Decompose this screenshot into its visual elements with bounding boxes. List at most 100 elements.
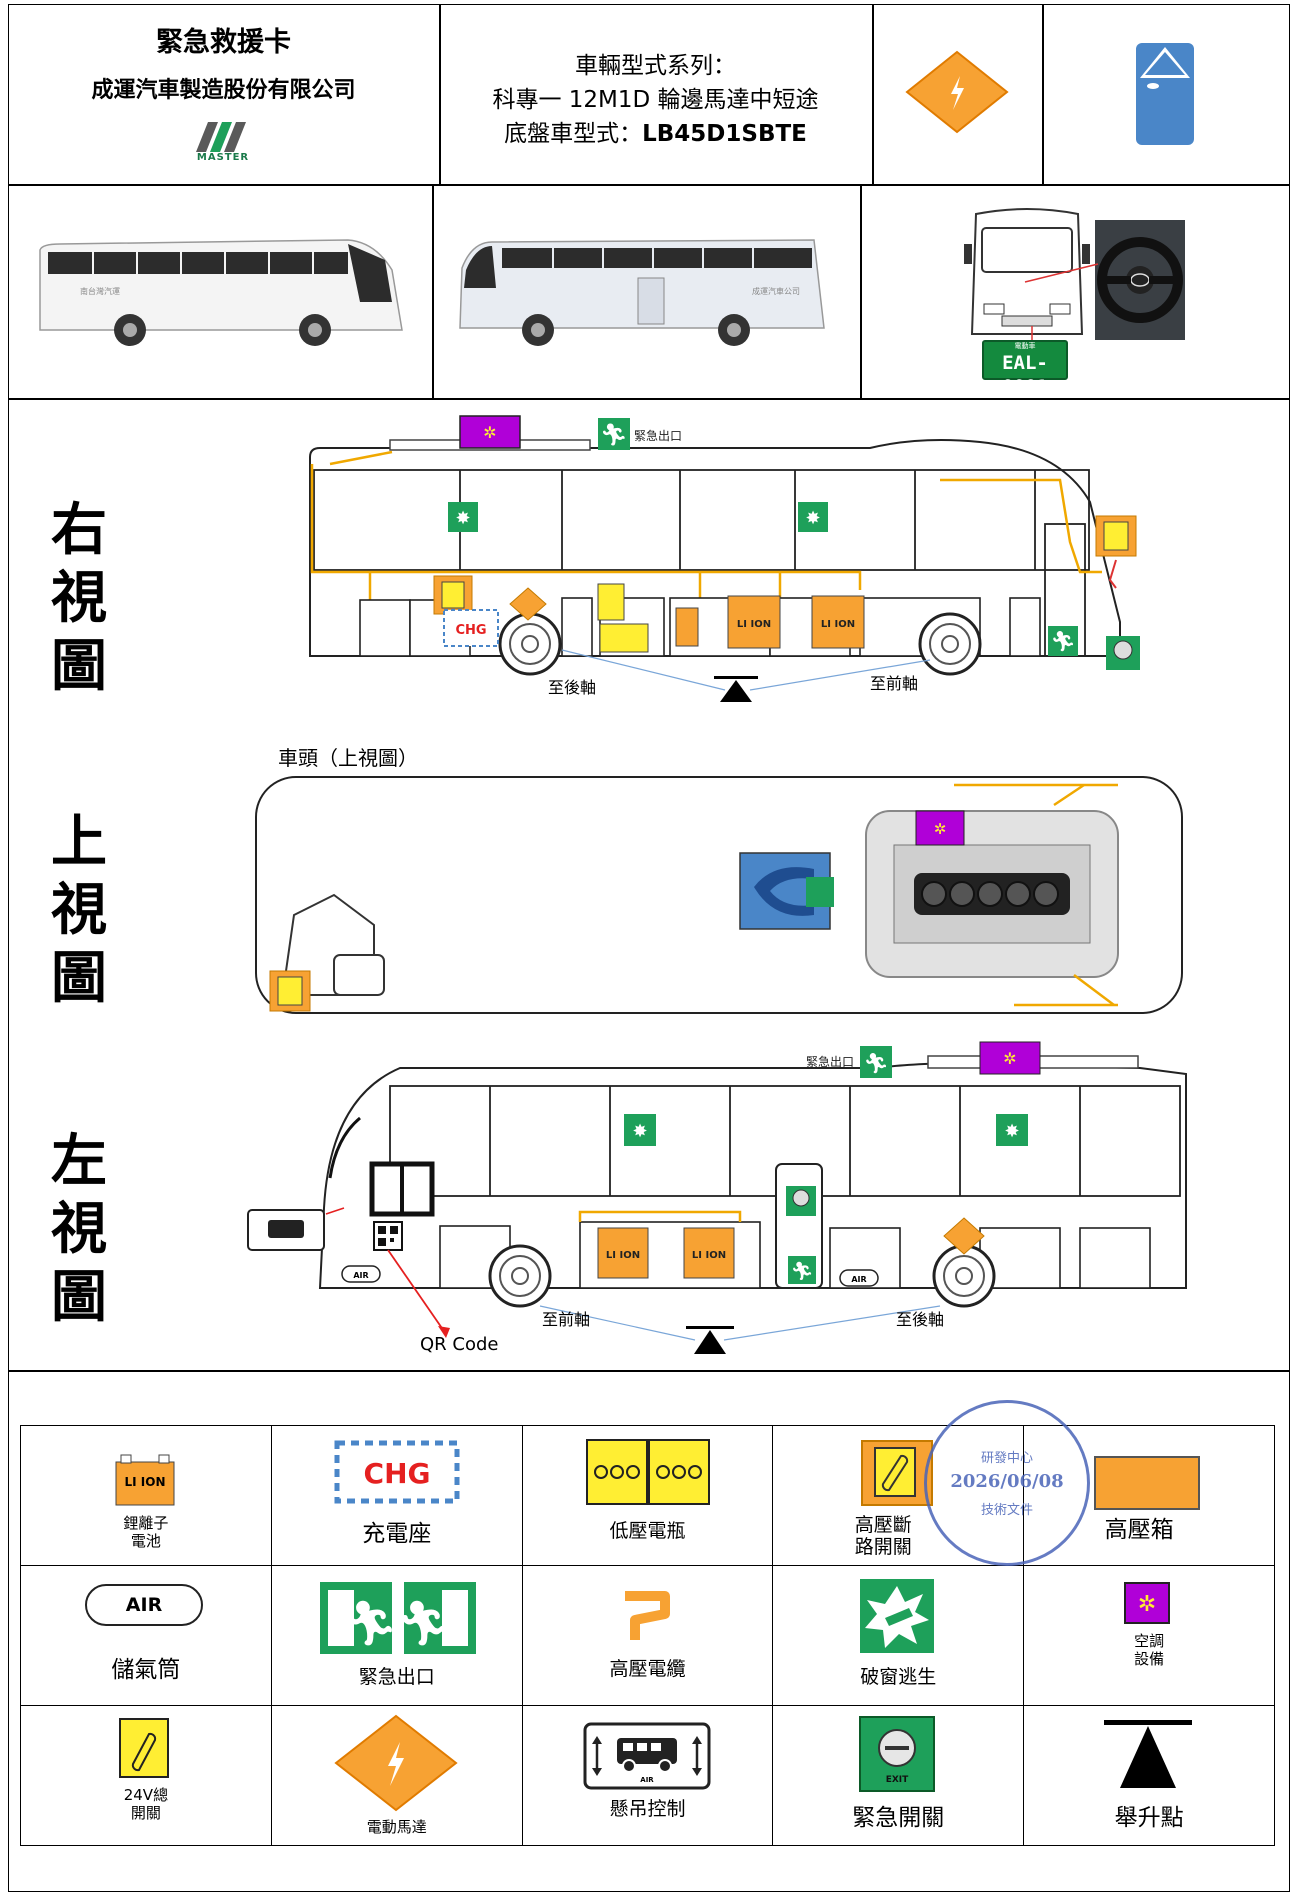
legend-lift-point: 舉升點 [1023, 1705, 1275, 1846]
svg-text:✸: ✸ [632, 1121, 647, 1142]
bus-photo-right: 南台灣汽運 [30, 230, 410, 354]
legend-suspension: AIR 懸吊控制 [521, 1705, 774, 1846]
svg-text:✸: ✸ [1004, 1121, 1019, 1142]
air-tag: AIR [353, 1271, 368, 1280]
chg-label: CHG [455, 623, 486, 638]
legend-label: 緊急出口 [358, 1666, 435, 1688]
stamp-line: 研發中心 [980, 1451, 1033, 1466]
svg-text:✲: ✲ [483, 423, 496, 442]
li-ion-label: LI ION [692, 1250, 726, 1261]
divider [439, 4, 441, 184]
right-view-diagram: ✲ 🏃︎ 緊急出口 ✸ ✸ CHG LI ION LI ION 🏃︎ [300, 412, 1160, 726]
company-name: 成運汽車製造股份有限公司 [91, 78, 356, 103]
stamp-line: 技術文件 [980, 1503, 1033, 1518]
legend-air-tag: AIR [640, 1776, 654, 1784]
stamp-date: 2026/06/08 [950, 1471, 1064, 1492]
svg-text:🏃︎: 🏃︎ [600, 423, 628, 448]
legend-label: 低壓電瓶 [609, 1520, 686, 1542]
legend-lv-battery: 低壓電瓶 [521, 1425, 774, 1566]
air-tag: AIR [851, 1275, 866, 1284]
legend-label: 舉升點 [1114, 1805, 1184, 1831]
exit-sign-label: 緊急出口 [634, 428, 682, 443]
divider [8, 398, 1290, 400]
door-icon [1135, 42, 1195, 150]
legend-label: 開關 [130, 1804, 161, 1822]
svg-text:✲: ✲ [1138, 1592, 1156, 1617]
legend-label: 充電座 [362, 1521, 432, 1547]
license-plate: 電動車 EAL-0001 [982, 340, 1068, 398]
chassis-label: 底盤車型式： [504, 121, 643, 147]
legend-label: 高壓斷 [854, 1514, 912, 1536]
left-view-label: 左視圖 [51, 1128, 107, 1330]
divider [8, 184, 1290, 186]
divider [432, 184, 434, 398]
legend-label: 鋰離子 [123, 1514, 169, 1532]
bus-photo-left: 成運汽車公司 [452, 228, 832, 356]
legend-air: AIR 儲氣筒 [20, 1565, 272, 1706]
top-view-diagram: ✲ [254, 775, 1184, 1019]
qr-code-label: QR Code [420, 1334, 499, 1355]
steering-wheel-photo [1095, 220, 1185, 344]
legend-label: 電池 [130, 1532, 161, 1550]
right-view-label: 右視圖 [51, 497, 107, 699]
svg-text:✲: ✲ [934, 820, 947, 838]
legend-li-ion-tag: LI ION [125, 1475, 166, 1489]
chassis-value: LB45D1SBTE [642, 121, 807, 147]
series-label: 車輛型式系列： [575, 53, 736, 79]
legend-break-window: 破窗逃生 [772, 1565, 1025, 1706]
top-view-caption: 車頭（上視圖） [278, 746, 418, 770]
e-motor-icon [905, 50, 1009, 138]
legend-label: 緊急開關 [852, 1805, 945, 1831]
legend-exit: 🏃︎🏃︎ 緊急出口 [270, 1565, 523, 1706]
legend-label: 懸吊控制 [609, 1798, 686, 1820]
legend-chg: CHG 充電座 [270, 1425, 523, 1566]
li-ion-label: LI ION [737, 619, 771, 630]
bus-front-photo [962, 204, 1092, 378]
pointer-line [1024, 263, 1099, 283]
legend-label: 高壓箱 [1104, 1517, 1174, 1543]
to-rear-axle: 至後軸 [548, 678, 597, 697]
legend-label: 24V總 [123, 1786, 169, 1804]
legend-hv-cable: 高壓電纜 [521, 1565, 774, 1706]
plate-number: EAL-0001 [1002, 352, 1048, 398]
legend-24v: 24V總 開關 [20, 1705, 272, 1846]
series-value: 科專一 12M1D 輪邊馬達中短途 [492, 87, 819, 113]
exit-sign-label: 緊急出口 [806, 1054, 854, 1069]
legend-label: 設備 [1134, 1650, 1165, 1668]
legend-emergency-switch: EXIT 緊急開關 [772, 1705, 1025, 1846]
svg-text:✸: ✸ [805, 508, 820, 529]
legend-label: 路開關 [854, 1536, 912, 1558]
logo-text: MASTER [196, 152, 250, 163]
legend-chg-tag: CHG [363, 1457, 430, 1490]
legend-label: 儲氣筒 [111, 1657, 181, 1683]
divider [872, 4, 874, 184]
divider [8, 1370, 1290, 1372]
legend-table: LI ION 鋰離子 電池 CHG 充電座 低壓電瓶 高壓斷 路開關 高壓箱 A… [20, 1425, 1275, 1846]
to-front-axle: 至前軸 [542, 1310, 591, 1329]
svg-text:🏃︎: 🏃︎ [863, 1051, 888, 1075]
divider [1042, 4, 1044, 184]
top-view-label: 上視圖 [51, 809, 107, 1011]
card-title: 緊急救援卡 [156, 27, 291, 58]
svg-text:🏃︎: 🏃︎ [1050, 629, 1075, 653]
legend-exit-tag: EXIT [886, 1775, 909, 1785]
svg-text:🏃︎: 🏃︎ [396, 1598, 452, 1649]
bus-livery-text: 成運汽車公司 [752, 286, 800, 296]
master-logo: MASTER [188, 120, 258, 170]
to-rear-axle: 至後軸 [896, 1310, 945, 1329]
li-ion-label: LI ION [821, 619, 855, 630]
svg-text:🏃︎: 🏃︎ [342, 1598, 398, 1649]
bus-livery-text: 南台灣汽運 [80, 286, 120, 296]
legend-label: 空調 [1134, 1632, 1165, 1650]
divider [860, 184, 862, 398]
svg-text:✲: ✲ [1003, 1049, 1016, 1068]
li-ion-label: LI ION [606, 1250, 640, 1261]
company-seal-stamp: 研發中心 2026/06/08 技術文件 [924, 1400, 1090, 1566]
plate-caption: 電動車 [1014, 342, 1036, 350]
legend-label: 高壓電纜 [609, 1658, 686, 1680]
left-view-diagram: ✲ 緊急出口 🏃︎ ✸ ✸ 🏃︎ LI ION LI ION AIR AIR [240, 1038, 1200, 1362]
legend-ac: ✲ 空調 設備 [1023, 1565, 1275, 1706]
to-front-axle: 至前軸 [870, 674, 919, 693]
legend-air-tag: AIR [85, 1584, 203, 1626]
legend-label: 破窗逃生 [860, 1666, 937, 1688]
